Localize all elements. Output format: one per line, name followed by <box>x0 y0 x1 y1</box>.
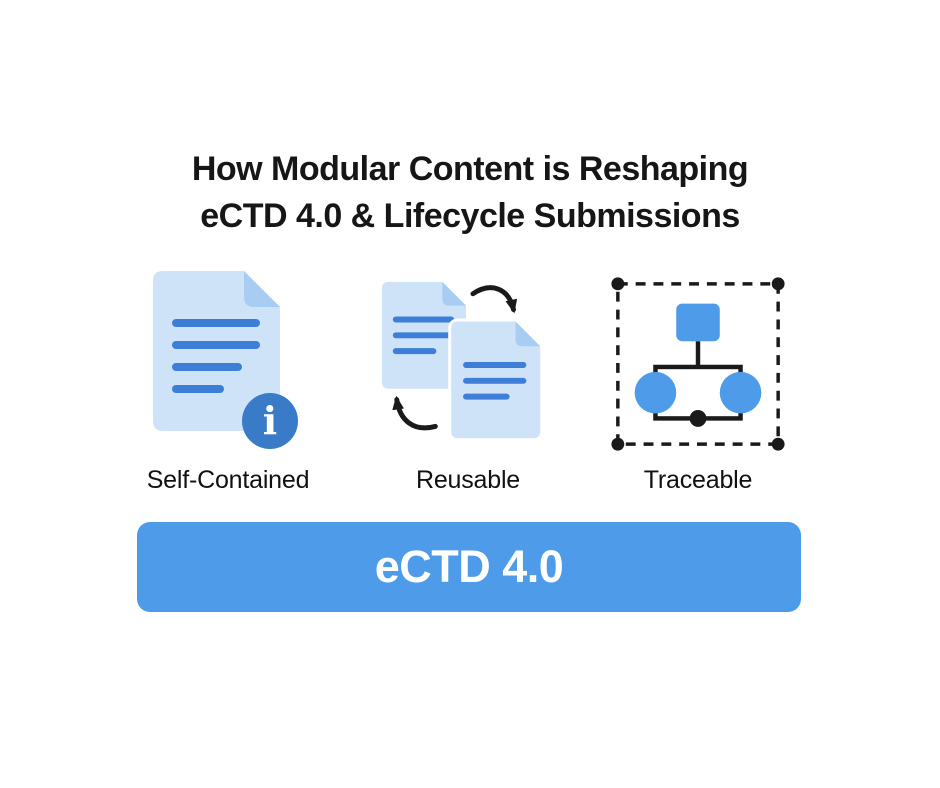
hierarchy-trace-icon <box>578 268 818 460</box>
cycle-arrow-bottom-icon <box>392 395 438 431</box>
feature-label-traceable: Traceable <box>643 466 753 494</box>
feature-traceable: Traceable <box>578 268 818 495</box>
title-line-2: eCTD 4.0 & Lifecycle Submissions <box>200 197 740 235</box>
front-document <box>448 318 544 442</box>
documents-cycle-icon-svg <box>381 281 544 442</box>
documents-cycle-icon <box>348 268 588 460</box>
tree-right-node <box>719 371 762 414</box>
tree-root-node <box>676 303 720 342</box>
feature-reusable: Reusable <box>348 268 588 495</box>
feature-label-reusable: Reusable <box>415 466 521 494</box>
ectd-banner: eCTD 4.0 <box>137 522 801 612</box>
document-info-icon: i <box>108 268 348 460</box>
title-line-1: How Modular Content is Reshaping <box>191 150 749 188</box>
svg-text:i: i <box>263 398 277 443</box>
feature-self-contained: i Self-Contained <box>108 268 348 495</box>
cycle-arrow-top-icon <box>470 285 518 314</box>
tree-left-node <box>634 371 677 414</box>
ectd-banner-label: eCTD 4.0 <box>374 541 564 592</box>
info-badge-icon: i <box>242 393 298 449</box>
tree-bottom-node <box>689 410 707 427</box>
feature-label-self-contained: Self-Contained <box>146 466 310 494</box>
dashed-bounding-box <box>616 282 780 446</box>
document-info-icon-svg: i <box>153 271 298 449</box>
page-title: How Modular Content is Reshaping eCTD 4.… <box>0 146 940 240</box>
hierarchy-trace-icon-svg <box>611 277 785 451</box>
